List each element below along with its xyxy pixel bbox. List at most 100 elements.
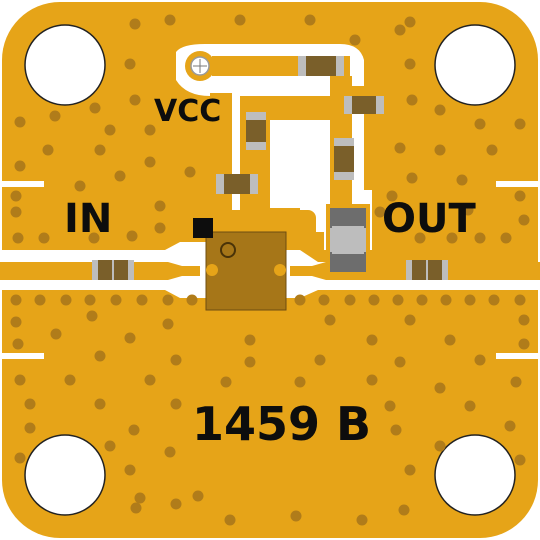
- via: [394, 142, 406, 154]
- via: [488, 294, 500, 306]
- via: [244, 356, 256, 368]
- via: [144, 124, 156, 136]
- via: [434, 104, 446, 116]
- via: [154, 200, 166, 212]
- capacitor-bias-left: [246, 112, 266, 150]
- via: [64, 374, 76, 386]
- via: [170, 398, 182, 410]
- via: [12, 232, 24, 244]
- via: [10, 190, 22, 202]
- via: [398, 504, 410, 516]
- via: [474, 232, 486, 244]
- label-out: OUT: [382, 196, 476, 242]
- via: [474, 354, 486, 366]
- via: [84, 294, 96, 306]
- via: [324, 314, 336, 326]
- via: [234, 14, 246, 26]
- via: [89, 102, 101, 114]
- pin1-indicator-square: [193, 218, 213, 238]
- via: [192, 490, 204, 502]
- via: [74, 180, 86, 192]
- via: [104, 124, 116, 136]
- via: [294, 294, 306, 306]
- capacitor-input-dc-block: [92, 260, 134, 280]
- via-field: [10, 14, 530, 526]
- via: [38, 232, 50, 244]
- via: [390, 424, 402, 436]
- via: [14, 452, 26, 464]
- via: [514, 190, 526, 202]
- via: [144, 374, 156, 386]
- via: [514, 294, 526, 306]
- via: [10, 206, 22, 218]
- mounting-hole-top-right: [434, 24, 516, 106]
- via: [434, 144, 446, 156]
- via: [144, 156, 156, 168]
- via: [124, 332, 136, 344]
- ic-package: [205, 231, 287, 311]
- capacitor-vcc-top: [298, 56, 344, 76]
- via: [94, 350, 106, 362]
- via: [24, 422, 36, 434]
- capacitor-bias-right: [344, 96, 384, 114]
- via: [464, 400, 476, 412]
- via: [440, 294, 452, 306]
- via: [129, 18, 141, 30]
- via: [456, 174, 468, 186]
- via: [124, 58, 136, 70]
- inductor-choke: [330, 208, 366, 272]
- via: [514, 454, 526, 466]
- via: [184, 166, 196, 178]
- via: [290, 510, 302, 522]
- via: [394, 356, 406, 368]
- via: [129, 94, 141, 106]
- via: [128, 424, 140, 436]
- edge-notch-right-top: [496, 181, 540, 187]
- via: [504, 420, 516, 432]
- ic-pin1-marker: [220, 242, 236, 258]
- via: [164, 14, 176, 26]
- via: [394, 24, 406, 36]
- via: [136, 294, 148, 306]
- via: [404, 464, 416, 476]
- via: [88, 232, 100, 244]
- label-vcc: VCC: [154, 94, 221, 129]
- via: [24, 398, 36, 410]
- via: [94, 398, 106, 410]
- via: [518, 338, 530, 350]
- via: [14, 374, 26, 386]
- via: [366, 374, 378, 386]
- label-part-number: 1459 B: [192, 397, 371, 451]
- via: [446, 232, 458, 244]
- via: [349, 34, 361, 46]
- via: [224, 514, 236, 526]
- via: [220, 376, 232, 388]
- via: [294, 376, 306, 388]
- bias-clearance: [176, 44, 372, 250]
- via: [94, 144, 106, 156]
- via: [318, 294, 330, 306]
- mounting-hole-bottom-left: [24, 434, 106, 516]
- capacitor-output-dc-block: [406, 260, 448, 280]
- via: [110, 294, 122, 306]
- via: [50, 328, 62, 340]
- via: [406, 172, 418, 184]
- via: [368, 294, 380, 306]
- via: [514, 118, 526, 130]
- via: [464, 294, 476, 306]
- via: [244, 334, 256, 346]
- via: [344, 294, 356, 306]
- via: [164, 446, 176, 458]
- via: [104, 440, 116, 452]
- via: [474, 118, 486, 130]
- via: [414, 232, 426, 244]
- label-in: IN: [64, 196, 112, 242]
- ic-pad-right: [274, 264, 286, 276]
- via: [406, 94, 418, 106]
- via: [392, 294, 404, 306]
- via: [462, 204, 474, 216]
- via: [416, 294, 428, 306]
- via: [154, 222, 166, 234]
- via: [486, 144, 498, 156]
